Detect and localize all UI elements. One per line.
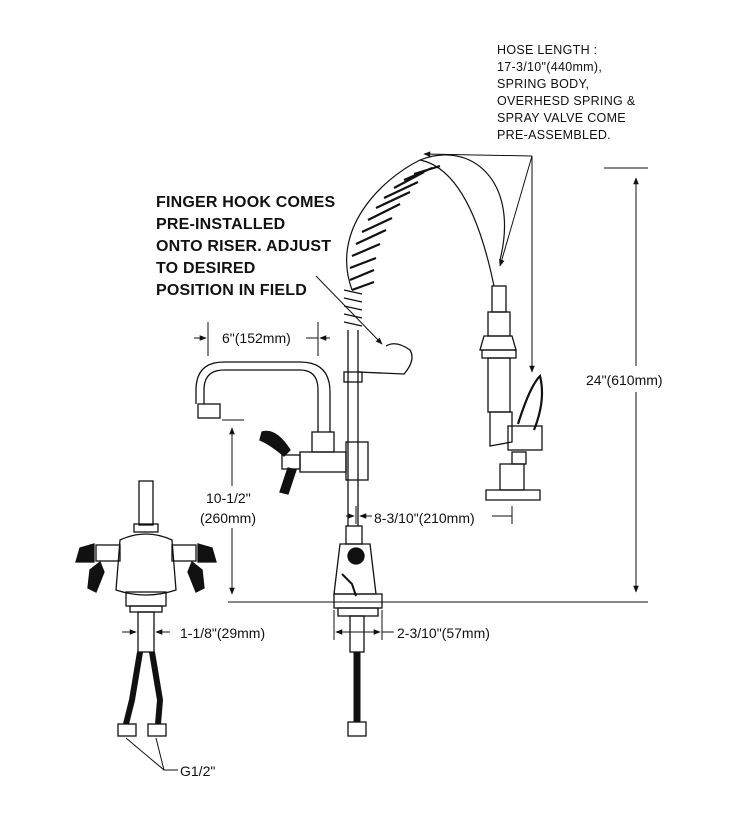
finger-hook-note: FINGER HOOK COMES PRE-INSTALLED ONTO RIS…: [156, 192, 335, 302]
hose-length-line-6: PRE-ASSEMBLED.: [497, 128, 611, 142]
spout-reach-label: 6"(152mm): [222, 330, 291, 346]
dimension-lines: [122, 151, 648, 771]
spray-valve: [479, 285, 544, 501]
base-width-label: 2-3/10"(57mm): [397, 625, 490, 641]
hose-length-note: HOSE LENGTH : 17-3/10"(440mm), SPRING BO…: [497, 42, 635, 144]
finger-hook-line-1: FINGER HOOK COMES: [156, 194, 336, 211]
overall-height-label: 24"(610mm): [586, 372, 663, 388]
hose-length-line-4: OVERHESD SPRING &: [497, 94, 636, 108]
connection-label: G1/2": [180, 763, 216, 779]
hose-length-line-5: SPRAY VALVE COME: [497, 111, 626, 125]
finger-hook-line-5: POSITION IN FIELD: [156, 282, 307, 299]
spout-height-label-mm: (260mm): [200, 510, 257, 526]
hose-length-line-3: SPRING BODY,: [497, 77, 590, 91]
hose-length-line-2: 17-3/10"(440mm),: [497, 60, 603, 74]
finger-hook-line-4: TO DESIRED: [156, 260, 256, 277]
spout-height-label-in: 10-1/2": [206, 490, 251, 506]
finger-hook-line-2: PRE-INSTALLED: [156, 216, 286, 233]
overhead-spring-hose: [346, 154, 506, 292]
shank-width-label: 1-1/8"(29mm): [180, 625, 266, 641]
finger-hook-line-3: ONTO RISER. ADJUST: [156, 238, 332, 255]
left-valve-side-view: [75, 480, 217, 737]
hose-length-line-1: HOSE LENGTH :: [497, 43, 598, 57]
spray-offset-label: 8-3/10"(210mm): [374, 510, 475, 526]
